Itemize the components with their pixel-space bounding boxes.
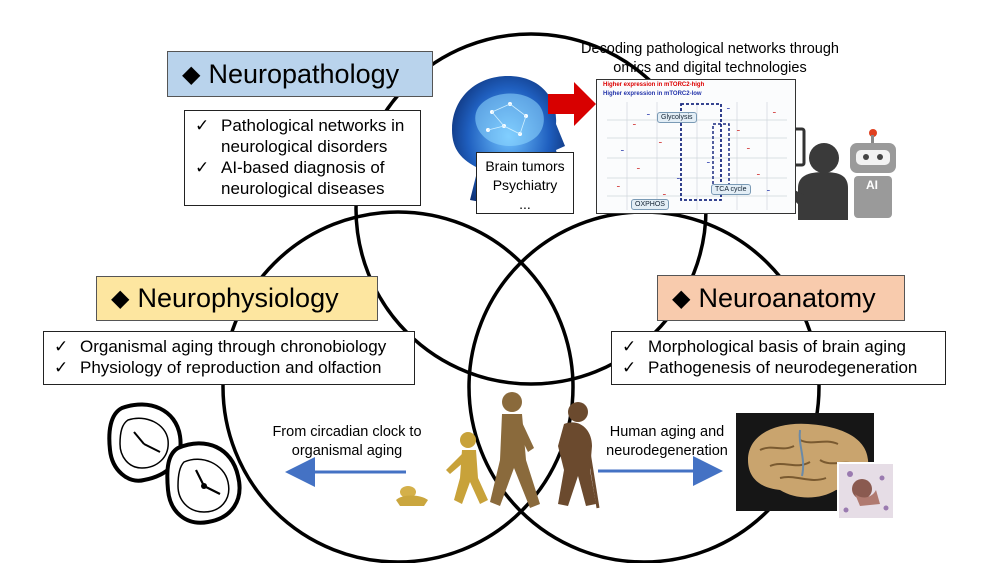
tca-cycle-label: TCA cycle bbox=[711, 184, 751, 195]
neurophysiology-list: ✓Organismal aging through chronobiology … bbox=[43, 331, 415, 385]
svg-text:━: ━ bbox=[706, 160, 711, 165]
right-caption-line-1: Human aging and bbox=[609, 424, 725, 440]
diamond-bullet-icon: ◆ bbox=[111, 285, 130, 312]
check-icon: ✓ bbox=[195, 158, 210, 177]
robot-ai-label: AI bbox=[866, 178, 878, 192]
left-caption-line-2: organismal aging bbox=[291, 443, 403, 459]
top-caption-line-2: omics and digital technologies bbox=[613, 60, 807, 76]
list-item: ✓Physiology of reproduction and olfactio… bbox=[54, 358, 382, 377]
svg-text:━: ━ bbox=[676, 176, 681, 181]
svg-text:━: ━ bbox=[746, 146, 751, 151]
diamond-bullet-icon: ◆ bbox=[182, 60, 201, 88]
brain-box-line-3: ... bbox=[519, 196, 531, 212]
check-icon: ✓ bbox=[54, 358, 69, 377]
svg-text:━: ━ bbox=[658, 140, 663, 145]
list-item: ✓Pathological networks in neurological d… bbox=[195, 116, 405, 156]
left-arrow-caption: From circadian clock to organismal aging bbox=[252, 423, 442, 461]
pathway-network-image: Higher expression in mTORC2-high Higher … bbox=[596, 79, 796, 214]
check-icon: ✓ bbox=[622, 358, 637, 377]
svg-text:━: ━ bbox=[662, 192, 667, 197]
svg-text:━: ━ bbox=[756, 172, 761, 177]
svg-text:━: ━ bbox=[616, 184, 621, 189]
brain-photo bbox=[736, 413, 895, 520]
neuropathology-title: Neuropathology bbox=[208, 58, 400, 89]
neurophysiology-title: Neurophysiology bbox=[137, 283, 339, 313]
neurophysiology-title-box: ◆ Neurophysiology bbox=[96, 276, 378, 321]
top-caption: Decoding pathological networks through o… bbox=[560, 40, 860, 78]
list-item: ✓Pathogenesis of neurodegeneration bbox=[622, 358, 918, 377]
list-item: ✓AI-based diagnosis of neurological dise… bbox=[195, 158, 385, 198]
network-legend-high: Higher expression in mTORC2-high bbox=[603, 82, 705, 88]
brain-box-line-2: Psychiatry bbox=[492, 177, 558, 193]
svg-text:━: ━ bbox=[766, 188, 771, 193]
neuroanatomy-title: Neuroanatomy bbox=[698, 282, 876, 313]
svg-text:━: ━ bbox=[646, 112, 651, 117]
right-caption-line-2: neurodegeneration bbox=[606, 443, 728, 459]
robot-icon bbox=[850, 129, 896, 218]
list-item: ✓Organismal aging through chronobiology bbox=[54, 337, 387, 356]
check-icon: ✓ bbox=[195, 116, 210, 135]
neuroanatomy-list: ✓Morphological basis of brain aging ✓Pat… bbox=[611, 331, 946, 385]
left-caption-line-1: From circadian clock to bbox=[272, 424, 422, 440]
svg-text:━: ━ bbox=[736, 128, 741, 133]
svg-text:━: ━ bbox=[772, 110, 777, 115]
diamond-bullet-icon: ◆ bbox=[672, 284, 691, 312]
brain-disorders-box: Brain tumors Psychiatry ... bbox=[476, 152, 574, 214]
human-aging-silhouettes bbox=[396, 392, 600, 509]
check-icon: ✓ bbox=[622, 337, 637, 356]
check-icon: ✓ bbox=[54, 337, 69, 356]
venn-circle-left bbox=[221, 210, 575, 563]
svg-text:━: ━ bbox=[726, 106, 731, 111]
svg-text:━: ━ bbox=[632, 122, 637, 127]
neuropathology-title-box: ◆ Neuropathology bbox=[167, 51, 433, 97]
oxphos-label: OXPHOS bbox=[631, 199, 669, 210]
list-item: ✓Morphological basis of brain aging bbox=[622, 337, 906, 356]
network-legend-low: Higher expression in mTORC2-low bbox=[603, 91, 702, 97]
neuroanatomy-title-box: ◆ Neuroanatomy bbox=[657, 275, 905, 321]
glycolysis-label: Glycolysis bbox=[657, 112, 697, 123]
svg-text:━: ━ bbox=[636, 166, 641, 171]
top-caption-line-1: Decoding pathological networks through bbox=[581, 41, 839, 57]
right-arrow-caption: Human aging and neurodegeneration bbox=[592, 423, 742, 461]
red-arrow bbox=[548, 82, 596, 126]
brain-box-line-1: Brain tumors bbox=[485, 158, 565, 174]
svg-text:━: ━ bbox=[620, 148, 625, 153]
network-edges: ━ ━ ━ ━ ━ ━ ━ ━ ━ ━ ━ ━ ━ ━ ━ bbox=[607, 102, 787, 210]
neuropathology-list: ✓Pathological networks in neurological d… bbox=[184, 110, 421, 206]
melting-clocks-image bbox=[107, 402, 242, 525]
